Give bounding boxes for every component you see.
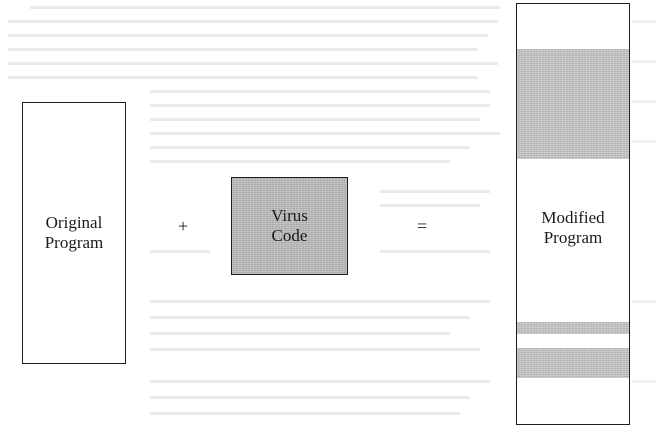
modified-program-label: Modified Program: [541, 208, 605, 247]
original-program-box: Original Program: [22, 102, 126, 364]
virus-code-box: Virus Code: [231, 177, 348, 275]
virus-segment-bottom: [517, 348, 629, 378]
virus-segment-middle: [517, 322, 629, 334]
plus-operator: +: [178, 216, 189, 236]
original-program-label: Original Program: [44, 213, 104, 252]
equals-operator: =: [417, 216, 428, 236]
virus-code-label: Virus Code: [271, 206, 308, 245]
virus-segment-top: [517, 49, 629, 159]
modified-program-box: Modified Program: [516, 3, 630, 425]
